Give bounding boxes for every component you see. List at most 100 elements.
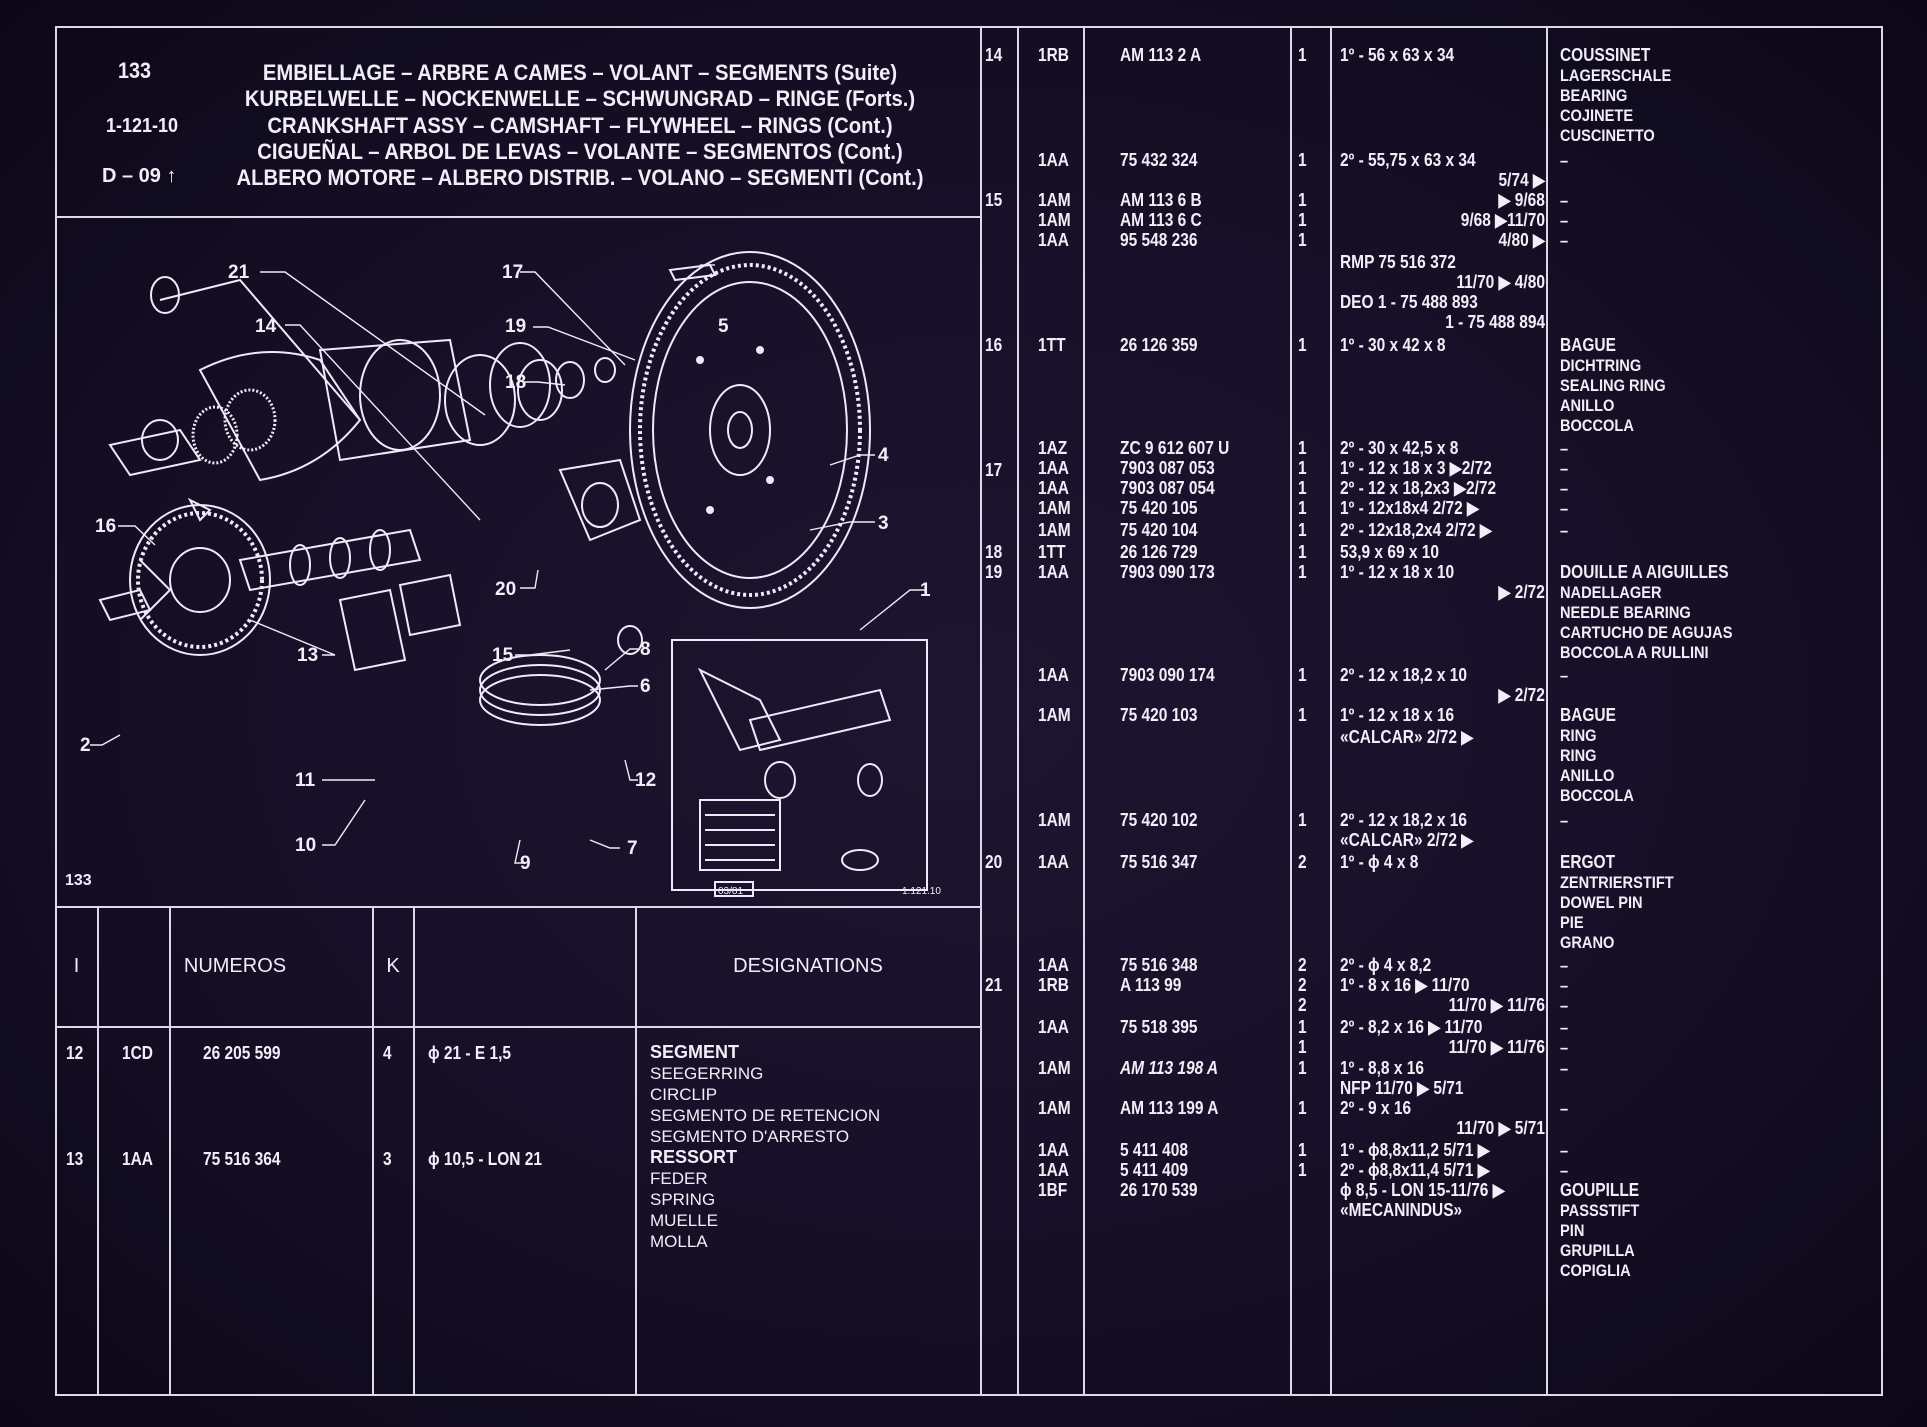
row-number: 26 205 599 xyxy=(203,1043,281,1063)
item-designation: – xyxy=(1560,231,1569,250)
item-code: 1RB xyxy=(1038,975,1069,995)
item-number: AM 113 6 C xyxy=(1120,210,1202,230)
item-designation: BEARING xyxy=(1560,86,1628,105)
exploded-view-illustration: 21 17 14 19 5 18 4 3 16 1 20 13 15 8 6 2… xyxy=(65,251,941,897)
item-index: 17 xyxy=(985,460,1003,480)
item-index: 15 xyxy=(985,190,1003,210)
item-designation: – xyxy=(1560,499,1569,518)
item-designation: LAGERSCHALE xyxy=(1560,66,1672,85)
row-index: 12 xyxy=(66,1043,84,1063)
item-quantity: 1 xyxy=(1298,498,1307,518)
item-spec: 2º - 12x18,2x4 2/72 ▶ xyxy=(1340,520,1492,540)
designation-line: MOLLA xyxy=(650,1232,708,1251)
item-quantity: 1 xyxy=(1298,665,1307,685)
row-spec: ϕ 21 - E 1,5 xyxy=(428,1043,512,1063)
item-index: 19 xyxy=(985,562,1003,582)
item-spec: 1º - 12 x 18 x 3 ▶2/72 xyxy=(1340,458,1492,478)
column-header-i: I xyxy=(73,955,80,977)
item-spec: 2º - 8,2 x 16 ▶ 11/70 xyxy=(1340,1017,1483,1037)
item-code: 1AA xyxy=(1038,458,1069,478)
item-code: 1AA xyxy=(1038,665,1069,685)
col-line xyxy=(1290,27,1292,1395)
item-designation: RING xyxy=(1560,726,1597,745)
designation-line: CIRCLIP xyxy=(650,1085,718,1104)
callout-5: 5 xyxy=(718,316,729,337)
item-code: 1AA xyxy=(1038,955,1069,975)
item-designation: DICHTRING xyxy=(1560,356,1642,375)
item-number: ZC 9 612 607 U xyxy=(1120,438,1230,458)
item-index: 16 xyxy=(985,335,1003,355)
item-quantity: 1 xyxy=(1298,478,1307,498)
item-code: 1AM xyxy=(1038,190,1071,210)
title-es: CIGUEÑAL – ARBOL DE LEVAS – VOLANTE – SE… xyxy=(257,139,903,164)
callout-7: 7 xyxy=(627,838,638,859)
page-number: 133 xyxy=(118,58,152,83)
item-number: 75 518 395 xyxy=(1120,1017,1198,1037)
designation-line: SEEGERRING xyxy=(650,1064,764,1083)
item-designation: – xyxy=(1560,479,1569,498)
date-reference-text: D – 09 xyxy=(102,165,161,187)
column-header-numeros: NUMEROS xyxy=(183,955,287,977)
row-code: 1AA xyxy=(122,1149,153,1169)
item-spec: ▶ 2/72 xyxy=(1498,685,1545,705)
item-designation: ANILLO xyxy=(1560,766,1615,785)
item-spec: 2º - 12 x 18,2x3 ▶2/72 xyxy=(1340,478,1497,498)
item-code: 1AZ xyxy=(1038,438,1068,458)
item-index: 21 xyxy=(985,975,1003,995)
item-designation: COJINETE xyxy=(1560,106,1634,125)
item-number: 75 420 103 xyxy=(1120,705,1198,725)
designation-line: SPRING xyxy=(650,1190,716,1209)
item-number: 5 411 409 xyxy=(1120,1160,1189,1180)
item-designation: – xyxy=(1560,1099,1569,1118)
item-code: 1AA xyxy=(1038,1160,1069,1180)
item-spec: ϕ 8,5 - LON 15-11/76 ▶ xyxy=(1340,1180,1505,1200)
reference-code: 1-121-10 xyxy=(106,115,179,137)
item-code: 1BF xyxy=(1038,1180,1068,1200)
callout-13: 13 xyxy=(297,645,318,666)
item-number: AM 113 198 A xyxy=(1120,1058,1219,1078)
item-spec: 2º - 30 x 42,5 x 8 xyxy=(1340,438,1459,458)
item-spec: 1º - 8 x 16 ▶ 11/70 xyxy=(1340,975,1470,995)
item-quantity: 1 xyxy=(1298,150,1307,170)
item-designation: PIE xyxy=(1560,913,1584,932)
item-spec: 2º - 12 x 18,2 x 16 xyxy=(1340,810,1468,830)
item-number: 95 548 236 xyxy=(1120,230,1198,250)
callout-15: 15 xyxy=(492,645,514,666)
col-line xyxy=(1083,27,1085,1395)
item-spec: 5/74 ▶ xyxy=(1498,170,1545,190)
callout-4: 4 xyxy=(878,445,889,466)
item-number: 7903 090 174 xyxy=(1120,665,1215,685)
camshaft-drawing xyxy=(98,504,422,656)
item-quantity: 1 xyxy=(1298,1098,1307,1118)
item-number: 5 411 408 xyxy=(1120,1140,1189,1160)
row-code: 1CD xyxy=(122,1043,153,1063)
item-number: AM 113 2 A xyxy=(1120,45,1202,65)
item-quantity: 1 xyxy=(1298,1037,1307,1057)
title-fr: EMBIELLAGE – ARBRE A CAMES – VOLANT – SE… xyxy=(262,60,898,85)
item-code: 1AM xyxy=(1038,1058,1071,1078)
designation-line: SEGMENT xyxy=(650,1042,740,1062)
row-index: 13 xyxy=(66,1149,84,1169)
col-line xyxy=(1546,27,1548,1395)
column-header-k: K xyxy=(386,955,400,977)
item-code: 1AA xyxy=(1038,562,1069,582)
item-spec: 1º - ϕ 4 x 8 xyxy=(1340,852,1419,872)
item-code: 1AA xyxy=(1038,1017,1069,1037)
item-quantity: 1 xyxy=(1298,562,1307,582)
item-quantity: 2 xyxy=(1298,955,1307,975)
title-en: CRANKSHAFT ASSY – CAMSHAFT – FLYWHEEL – … xyxy=(267,113,893,138)
item-spec: 9/68 ▶11/70 xyxy=(1460,210,1545,230)
item-code: 1AA xyxy=(1038,1140,1069,1160)
item-quantity: 2 xyxy=(1298,975,1307,995)
callout-20: 20 xyxy=(495,579,516,600)
item-spec: 11/70 ▶ 11/76 xyxy=(1448,995,1545,1015)
item-designation: NEEDLE BEARING xyxy=(1560,603,1691,622)
item-designation: CARTUCHO DE AGUJAS xyxy=(1560,623,1733,642)
col-line xyxy=(372,907,374,1395)
item-number: 26 126 359 xyxy=(1120,335,1198,355)
item-code: 1TT xyxy=(1038,335,1066,355)
inset-date-box xyxy=(714,881,754,897)
item-spec: 11/70 ▶ 11/76 xyxy=(1448,1037,1545,1057)
item-index: 20 xyxy=(985,852,1003,872)
